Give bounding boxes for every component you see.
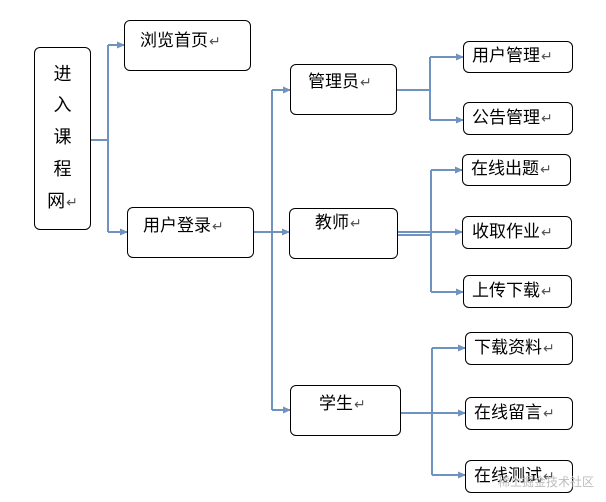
node-teacher-text: 教师↵ [315,215,362,232]
connector-admin-trunk [397,57,431,120]
paragraph-mark-icon: ↵ [350,216,362,232]
node-online-message-text: 在线留言↵ [474,405,555,422]
node-collect-homework-label: 收取作业 [472,222,540,242]
node-user-login: 用户登录↵ [127,207,254,258]
node-administrator-text: 管理员↵ [308,74,372,91]
connector-teacher-trunk [398,170,432,292]
node-online-questions-label: 在线出题 [471,159,539,179]
node-student-text: 学生↵ [319,396,366,413]
node-download-materials-label: 下载资料 [474,338,542,358]
paragraph-mark-icon: ↵ [212,219,224,235]
node-administrator-label: 管理员 [308,72,359,92]
node-online-questions: 在线出题↵ [462,154,571,186]
node-user-management-label: 用户管理 [472,46,540,66]
node-online-test: 在线测试↵ [465,460,573,493]
node-download-materials: 下载资料↵ [465,332,573,365]
node-announcement-management: 公告管理↵ [463,102,573,135]
node-collect-homework: 收取作业↵ [462,216,572,249]
paragraph-mark-icon: ↵ [541,49,553,65]
root-char-3: 课 [53,127,72,148]
node-upload-download: 上传下载↵ [463,275,572,308]
paragraph-mark-icon: ↵ [541,111,553,127]
node-browse-home-text: 浏览首页↵ [140,33,221,50]
root-char-5-with-mark: 网↵ [35,193,90,211]
paragraph-mark-icon: ↵ [66,195,78,211]
node-student-label: 学生 [319,394,353,414]
node-online-test-label: 在线测试 [474,466,542,486]
node-enter-course-site: 进 入 课 程 网↵ [34,47,91,230]
node-online-test-text: 在线测试↵ [474,468,555,485]
paragraph-mark-icon: ↵ [543,406,555,422]
paragraph-mark-icon: ↵ [360,75,372,91]
node-browse-home-label: 浏览首页 [140,31,208,51]
connector-student-trunk [401,348,433,475]
paragraph-mark-icon: ↵ [540,162,552,178]
paragraph-mark-icon: ↵ [543,341,555,357]
node-download-materials-text: 下载资料↵ [474,340,555,357]
root-char-5: 网 [47,191,66,212]
node-user-login-text: 用户登录↵ [143,218,224,235]
node-user-login-label: 用户登录 [143,216,211,236]
node-collect-homework-text: 收取作业↵ [472,224,553,241]
node-teacher-label: 教师 [315,213,349,233]
watermark-text: 稀土掘金技术社区 [497,475,594,489]
node-administrator: 管理员↵ [290,64,397,115]
node-teacher: 教师↵ [289,208,398,259]
root-char-2: 入 [53,95,72,116]
node-user-management-text: 用户管理↵ [472,48,553,65]
node-online-questions-text: 在线出题↵ [471,161,552,178]
paragraph-mark-icon: ↵ [354,397,366,413]
root-char-1: 进 [53,64,72,85]
node-upload-download-label: 上传下载 [472,281,540,301]
node-announcement-management-text: 公告管理↵ [472,110,553,127]
paragraph-mark-icon: ↵ [541,225,553,241]
connector-login-trunk [254,90,273,410]
node-announcement-management-label: 公告管理 [472,108,540,128]
node-upload-download-text: 上传下载↵ [472,283,553,300]
node-online-message-label: 在线留言 [474,403,542,423]
node-browse-home: 浏览首页↵ [124,20,251,71]
paragraph-mark-icon: ↵ [543,469,555,485]
connector-root-trunk [91,45,109,232]
paragraph-mark-icon: ↵ [209,34,221,50]
node-student: 学生↵ [290,385,401,436]
root-char-4: 程 [53,159,72,180]
node-online-message: 在线留言↵ [465,397,573,430]
paragraph-mark-icon: ↵ [541,284,553,300]
node-user-management: 用户管理↵ [463,41,573,73]
